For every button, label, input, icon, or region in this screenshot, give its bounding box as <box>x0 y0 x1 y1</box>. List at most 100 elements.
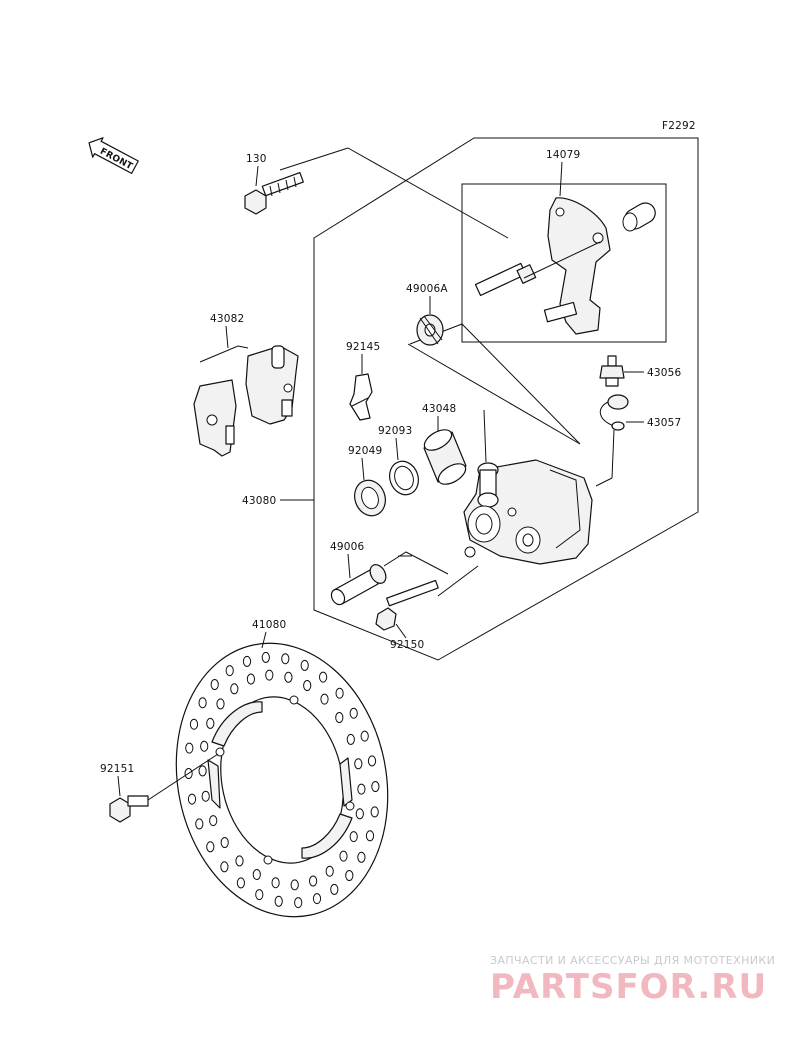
figure-code: F2292 <box>662 120 696 132</box>
bolt-92150 <box>375 579 439 631</box>
leader-line <box>395 623 407 639</box>
disc-vent-hole <box>246 673 255 685</box>
leader-line <box>523 241 601 279</box>
disc-vent-hole <box>319 671 328 683</box>
disc-vent-hole <box>303 680 312 691</box>
disc-vent-hole <box>235 855 244 867</box>
front-arrow-icon: FRONT <box>88 137 139 174</box>
bolt-130 <box>244 172 304 215</box>
label-43048: 43048 <box>422 403 456 415</box>
guide-line <box>347 147 509 239</box>
disc-vent-hole <box>300 659 309 671</box>
brake-pads-43082 <box>193 345 299 457</box>
disc-vent-hole <box>206 841 215 853</box>
disc-mount-hole <box>345 801 355 811</box>
disc-vent-hole <box>216 698 225 710</box>
disc-vent-hole <box>339 850 348 862</box>
disc-vent-hole <box>209 815 218 827</box>
disc-vent-hole <box>185 742 194 754</box>
disc-vent-hole <box>274 895 283 907</box>
bolt-92151 <box>109 795 149 823</box>
disc-vent-hole <box>357 851 366 863</box>
label-14079: 14079 <box>546 149 580 161</box>
leader-line <box>483 409 487 463</box>
brake-disc-41080 <box>175 642 389 918</box>
disc-vent-hole <box>365 830 375 842</box>
label-43057: 43057 <box>647 417 681 429</box>
disc-vent-hole <box>187 793 197 805</box>
disc-vent-hole <box>355 808 364 820</box>
leader-line <box>559 161 563 197</box>
label-49006a: 49006A <box>406 283 448 295</box>
leader-line <box>117 775 121 797</box>
disc-vent-hole <box>312 893 322 905</box>
disc-vent-hole <box>349 707 358 719</box>
watermark-brand: PARTSFOR.RU <box>490 967 767 1007</box>
disc-vent-hole <box>335 687 344 699</box>
disc-vent-hole <box>325 865 334 877</box>
disc-vent-hole <box>201 790 210 802</box>
label-92093: 92093 <box>378 425 412 437</box>
disc-vent-hole <box>230 683 239 695</box>
disc-vent-hole <box>345 870 354 881</box>
label-92150: 92150 <box>390 639 424 651</box>
bleeder-valve-43056 <box>599 355 625 387</box>
disc-vent-hole <box>261 651 270 663</box>
label-43082: 43082 <box>210 313 244 325</box>
label-130: 130 <box>246 153 267 165</box>
bracket-group-box <box>461 183 667 343</box>
disc-vent-hole <box>367 755 377 767</box>
watermark-tagline: ЗАПЧАСТИ И АКСЕССУАРЫ ДЛЯ МОТОТЕХНИКИ <box>490 954 775 967</box>
disc-vent-hole <box>220 861 229 873</box>
boot-49006a <box>416 314 444 346</box>
guide-line <box>437 565 479 597</box>
disc-vent-hole <box>357 783 366 795</box>
leader-line <box>225 325 229 349</box>
seal-92049 <box>354 479 386 517</box>
caliper-bracket-14079 <box>543 197 656 335</box>
guide-line <box>279 147 349 171</box>
pad-spring-92145 <box>349 373 373 421</box>
label-92049: 92049 <box>348 445 382 457</box>
piston-43048 <box>423 429 467 485</box>
caliper-body <box>463 459 593 565</box>
disc-vent-hole <box>294 897 303 909</box>
disc-vent-hole <box>198 697 207 709</box>
disc-vent-hole <box>242 655 252 667</box>
disc-vent-hole <box>206 717 215 729</box>
disc-vent-hole <box>309 875 318 887</box>
leader-line <box>595 477 613 487</box>
leader-line <box>361 457 365 481</box>
disc-vent-hole <box>265 669 274 681</box>
disc-vent-hole <box>290 879 299 891</box>
disc-vent-hole <box>255 889 264 901</box>
disc-vent-hole <box>189 718 199 730</box>
leader-line <box>611 429 615 479</box>
seal-92093 <box>389 460 419 496</box>
disc-vent-hole <box>281 653 290 665</box>
disc-vent-hole <box>236 877 245 889</box>
disc-vent-hole <box>271 877 280 889</box>
leader-line <box>347 553 351 579</box>
caliper-assembly-outline <box>313 137 699 661</box>
disc-vent-hole <box>335 712 344 723</box>
disc-vent-hole <box>349 831 358 843</box>
disc-vent-hole <box>220 837 229 848</box>
disc-vent-hole <box>195 818 204 830</box>
leader-line <box>395 437 399 461</box>
disc-vent-hole <box>210 679 219 690</box>
disc-vent-hole <box>198 765 207 777</box>
disc-mount-hole <box>263 855 273 865</box>
guide-line <box>383 551 449 575</box>
disc-vent-hole <box>200 740 209 752</box>
label-43080: 43080 <box>242 495 276 507</box>
pads-bracket-line <box>199 345 249 363</box>
disc-vent-hole <box>330 883 339 895</box>
slide-pin-49006 <box>330 564 387 606</box>
label-92151: 92151 <box>100 763 134 775</box>
disc-vent-hole <box>354 758 363 770</box>
slide-pin-49006a <box>474 262 537 297</box>
disc-vent-hole <box>252 869 261 880</box>
leader-line <box>261 631 267 649</box>
